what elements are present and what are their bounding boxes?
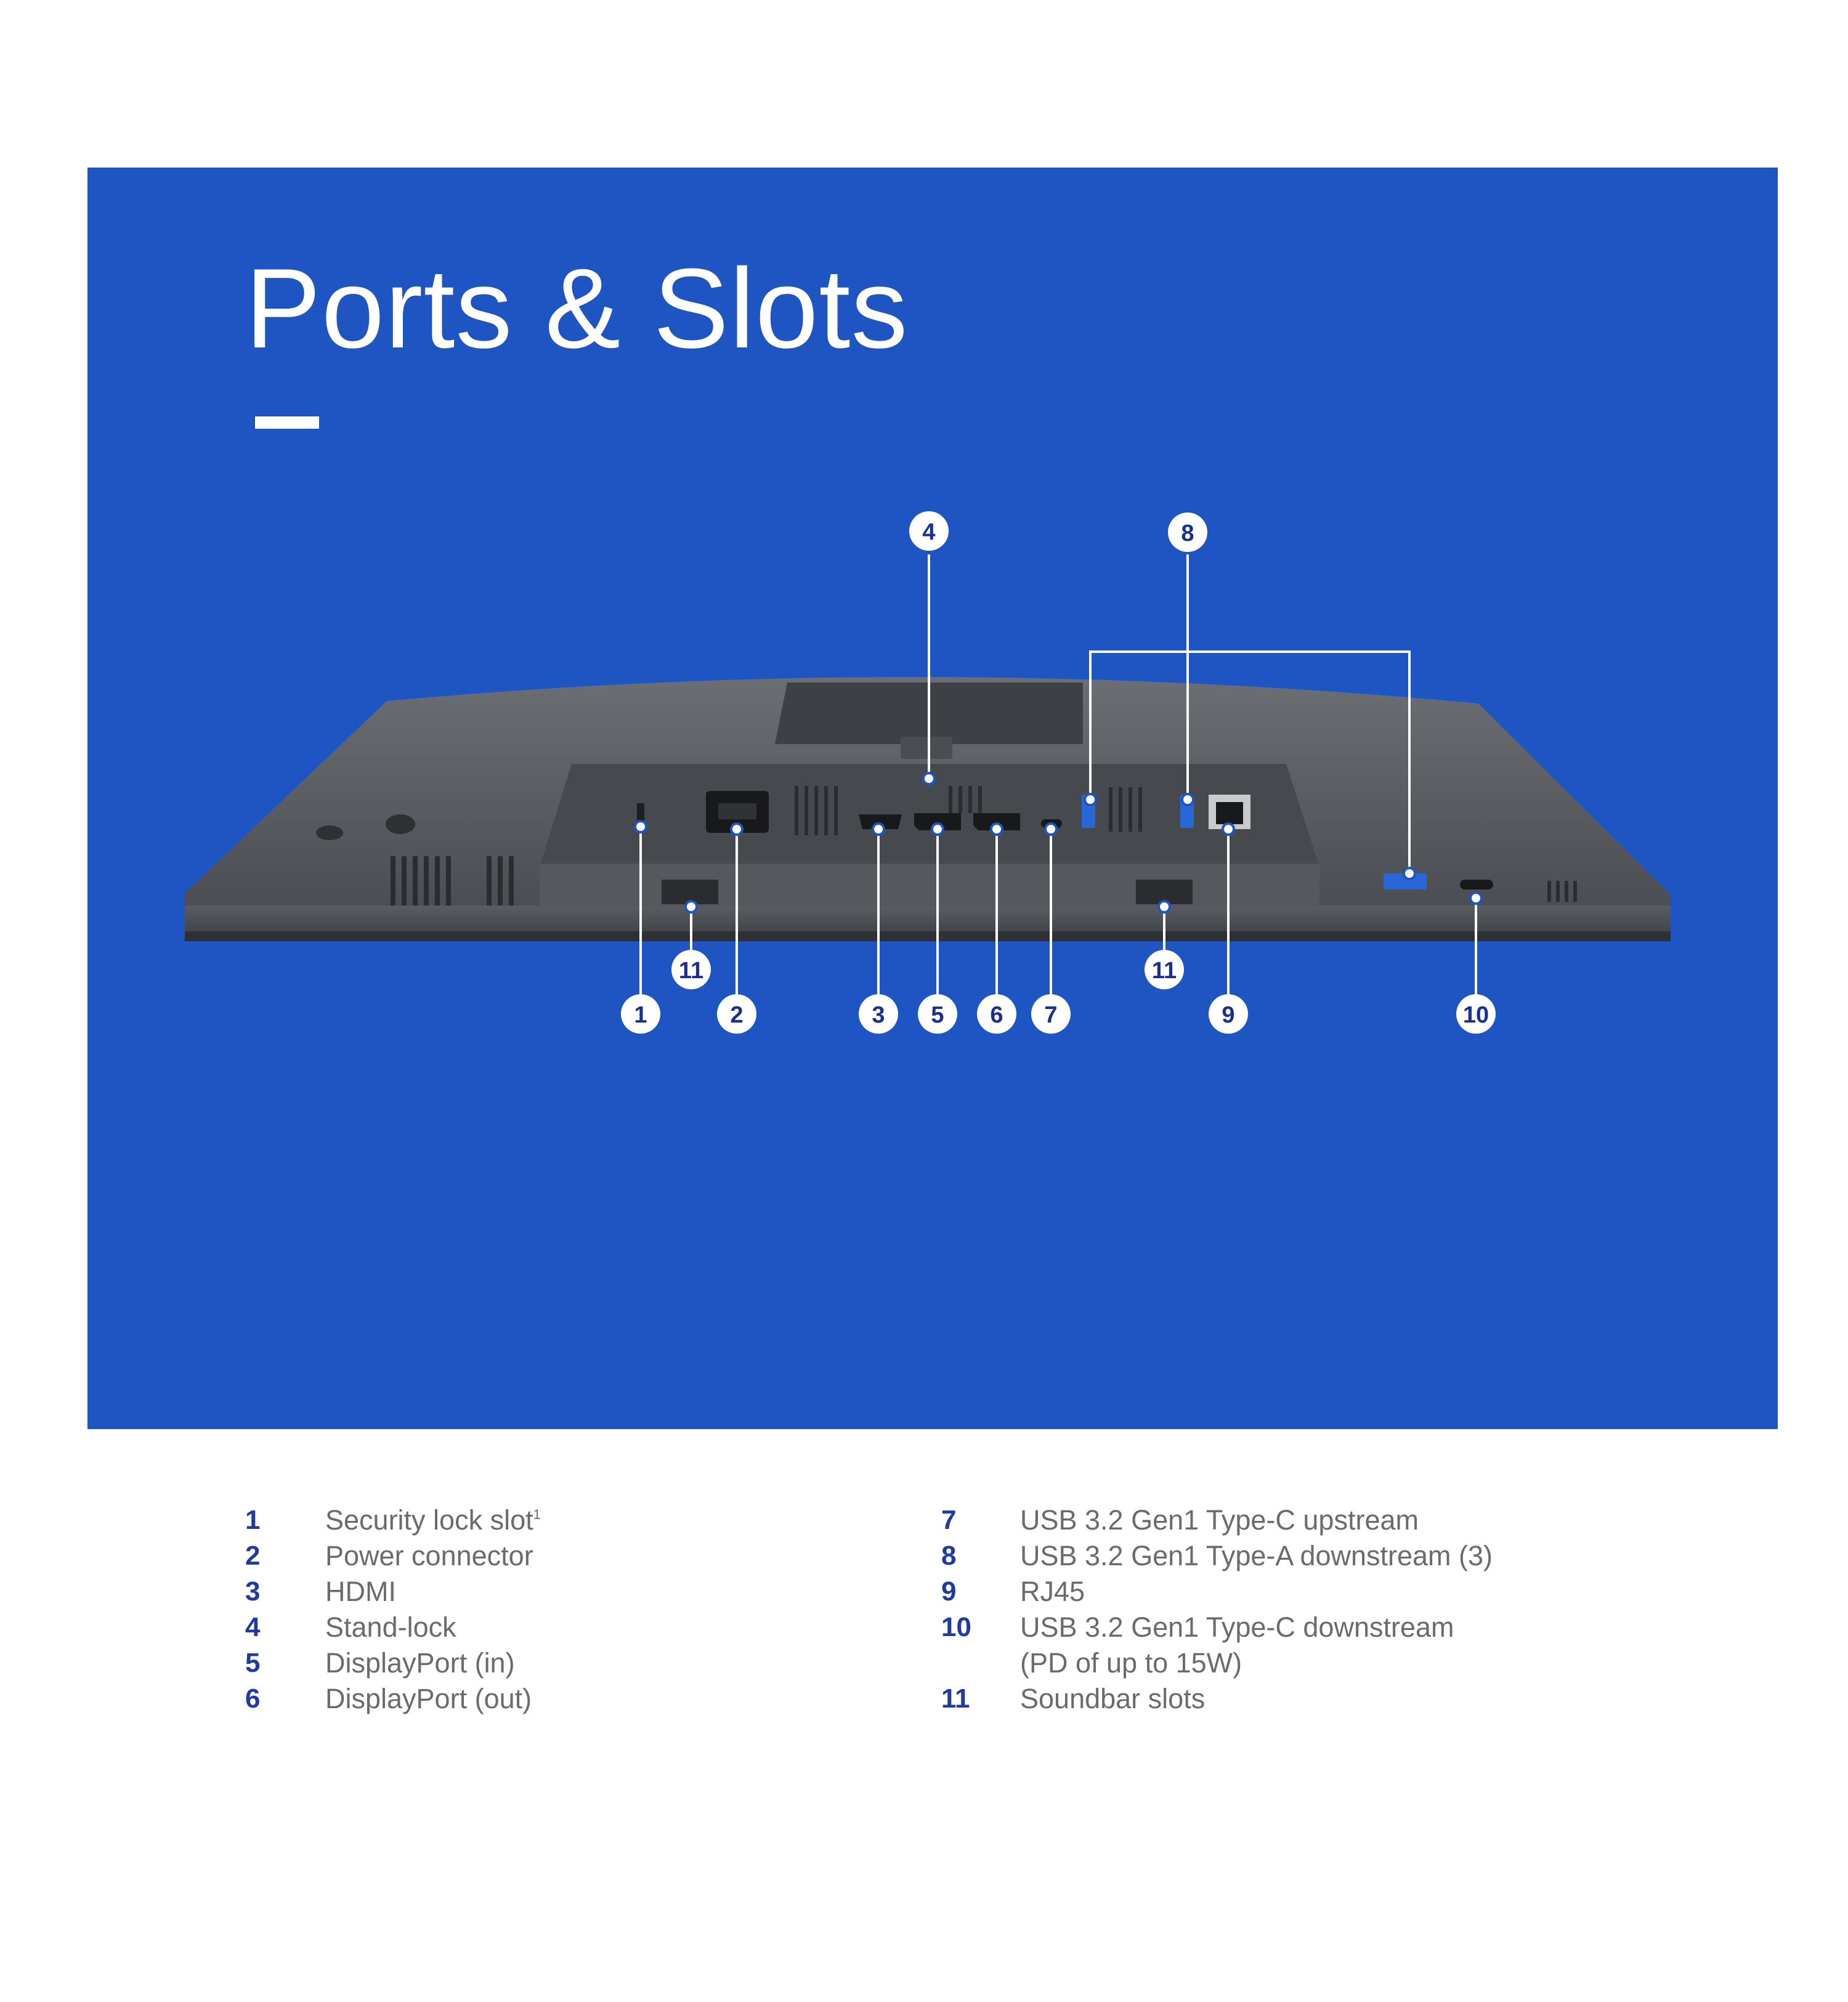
callout-11-right: 11 — [1145, 950, 1184, 989]
legend-label: Stand-lock — [325, 1611, 456, 1643]
callout-5: 5 — [918, 994, 957, 1034]
callout-4: 4 — [909, 511, 949, 551]
leader-lines — [639, 554, 1477, 999]
leader-dots — [634, 772, 1483, 914]
left-vents — [391, 856, 514, 906]
displayport-in-port — [914, 813, 961, 830]
page-title: Ports & Slots — [245, 245, 909, 371]
legend-label: RJ45 — [1020, 1576, 1085, 1607]
callout-8-label: 8 — [1181, 521, 1194, 546]
legend-label: USB 3.2 Gen1 Type-C upstream — [1020, 1504, 1419, 1536]
stand-mount-tab — [901, 737, 952, 759]
panel-vents — [795, 786, 1142, 835]
legend-number: 7 — [941, 1505, 957, 1535]
legend-label: Power connector — [325, 1540, 533, 1571]
callout-2: 2 — [717, 994, 756, 1034]
power-button — [316, 825, 343, 840]
callout-2-label: 2 — [730, 1002, 743, 1028]
callout-7: 7 — [1031, 994, 1071, 1034]
legend-label: (PD of up to 15W) — [1020, 1647, 1242, 1679]
callout-3-label: 3 — [872, 1002, 885, 1028]
legend-number: 9 — [941, 1576, 957, 1607]
legend-label: HDMI — [325, 1576, 396, 1607]
callout-11-right-label: 11 — [1152, 958, 1177, 984]
security-lock-slot — [637, 803, 644, 824]
callout-6: 6 — [977, 994, 1016, 1034]
legend-number: 5 — [245, 1648, 261, 1678]
right-vents — [1547, 881, 1577, 902]
legend-number: 4 — [245, 1612, 261, 1642]
hdmi-port — [859, 814, 902, 829]
footnote-marker: 1 — [533, 1507, 541, 1522]
legend-number: 1 — [245, 1505, 261, 1535]
legend-number: 6 — [245, 1684, 261, 1714]
callout-3: 3 — [859, 994, 898, 1034]
callout-9: 9 — [1209, 994, 1248, 1034]
legend-number: 8 — [941, 1541, 957, 1571]
callout-10-label: 10 — [1463, 1002, 1489, 1028]
legend-label: Security lock slot1 — [325, 1504, 541, 1536]
callout-11-left-label: 11 — [679, 958, 703, 984]
rj45-port-inner — [1216, 802, 1243, 824]
usb-c-downstream-port — [1460, 880, 1493, 890]
legend-label: DisplayPort (out) — [325, 1683, 532, 1714]
callout-4-label: 4 — [922, 519, 935, 545]
monitor-edge-shadow — [185, 931, 1671, 941]
callout-7-label: 7 — [1044, 1002, 1057, 1028]
callout-6-label: 6 — [990, 1002, 1003, 1028]
displayport-out-port — [973, 813, 1020, 830]
callout-1: 1 — [621, 994, 660, 1034]
joystick-button — [386, 814, 415, 834]
callout-8: 8 — [1168, 513, 1207, 552]
power-connector-pins — [718, 803, 756, 819]
legend-label: DisplayPort (in) — [325, 1647, 515, 1679]
legend-label: USB 3.2 Gen1 Type-C downstream — [1020, 1611, 1454, 1643]
callout-10: 10 — [1456, 994, 1496, 1034]
callout-5-label: 5 — [931, 1002, 944, 1028]
callout-1-label: 1 — [634, 1002, 647, 1028]
legend-number: 3 — [245, 1576, 261, 1607]
legend-label: USB 3.2 Gen1 Type-A downstream (3) — [1020, 1540, 1493, 1571]
legend-number: 11 — [941, 1684, 970, 1714]
legend-number: 2 — [245, 1541, 261, 1571]
title-underline — [255, 416, 319, 429]
legend-number: 10 — [941, 1612, 971, 1642]
legend-label: Soundbar slots — [1020, 1683, 1206, 1714]
usb-a-port-side — [1384, 873, 1427, 890]
callout-11-left: 11 — [671, 950, 711, 989]
callout-9-label: 9 — [1222, 1002, 1234, 1028]
